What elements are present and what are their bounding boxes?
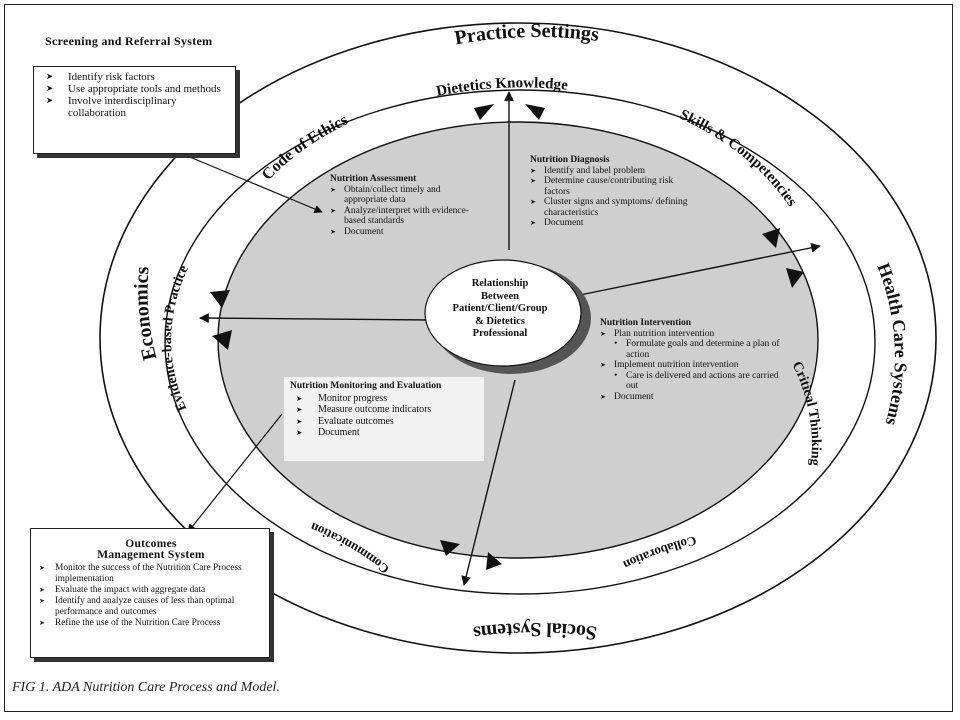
- center-line-3: Patient/Client/Group: [452, 303, 548, 314]
- nutrition-monitoring-block: Nutrition Monitoring and Evaluation Moni…: [284, 377, 484, 461]
- monitoring-item: Evaluate outcomes: [296, 416, 478, 428]
- marker-right-lower: [786, 268, 804, 288]
- center-circle: [424, 259, 582, 367]
- diagnosis-item: Identify and label problem: [530, 166, 700, 177]
- assessment-item: Obtain/collect timely and appropriate da…: [330, 185, 480, 206]
- marker-left-lower: [212, 330, 232, 350]
- screening-item: Involve interdisciplinary collaboration: [46, 95, 229, 119]
- diagnosis-item: Cluster signs and symptoms/ defining cha…: [530, 197, 700, 218]
- figure-frame: [4, 4, 953, 712]
- monitoring-item: Monitor progress: [296, 393, 478, 405]
- center-line-2: Between: [481, 290, 519, 302]
- assessment-item: Document: [330, 227, 480, 238]
- intervention-item: Plan nutrition intervention: [600, 329, 790, 340]
- ring-health-care-systems: Health Care Systems: [873, 260, 911, 427]
- screening-title: Screening and Referral System: [45, 34, 213, 48]
- assessment-title: Nutrition Assessment: [330, 174, 417, 184]
- ring-dietetics-knowledge: Dietetics Knowledge: [435, 75, 569, 100]
- intervention-item: Document: [600, 392, 790, 403]
- ring-evidence-based-practice: Evidence-based Practice: [160, 263, 192, 413]
- screening-item: Use appropriate tools and methods: [46, 83, 229, 95]
- ring-markers: [210, 104, 804, 570]
- monitoring-title: Nutrition Monitoring and Evaluation: [290, 381, 442, 391]
- monitoring-item: Measure outcome indicators: [296, 404, 478, 416]
- outcomes-connector: [187, 413, 283, 533]
- outcomes-item: Identify and analyze causes of less than…: [39, 596, 263, 618]
- center-line-5: Professional: [472, 328, 528, 339]
- ring-economics: Economics: [130, 265, 161, 362]
- marker-right-upper: [762, 228, 780, 248]
- outcomes-title-line-2: Management System: [97, 549, 205, 561]
- arrow-to-left: [199, 313, 431, 323]
- center-line-1: Relationship: [471, 278, 529, 289]
- marker-bottom-right: [486, 552, 502, 570]
- marker-left-upper: [210, 290, 230, 308]
- center-line-4: & Dietetics: [475, 315, 525, 327]
- diagnosis-item: Document: [530, 218, 700, 229]
- screening-item: Identify risk factors: [46, 71, 229, 83]
- assessment-item: Analyze/interpret with evidence-based st…: [330, 206, 480, 227]
- marker-top-left: [474, 104, 494, 120]
- nutrition-intervention-block: Nutrition Intervention Plan nutrition in…: [600, 318, 790, 402]
- middle-ring: [164, 89, 876, 595]
- diagnosis-item: Determine cause/contributing risk factor…: [530, 176, 700, 197]
- monitoring-item: Document: [296, 427, 478, 439]
- marker-bottom-left: [440, 540, 460, 556]
- intervention-subitem: Formulate goals and determine a plan of …: [600, 339, 790, 360]
- ring-practice-settings: Practice Settings: [453, 20, 601, 50]
- center-label: Relationship Between Patient/Client/Grou…: [430, 278, 570, 341]
- outcomes-management-box: Outcomes Management System Monitor the s…: [30, 528, 270, 658]
- ring-social-systems: Social Systems: [472, 618, 598, 644]
- intervention-item: Implement nutrition intervention: [600, 360, 790, 371]
- outcomes-title-line-1: Outcomes: [125, 538, 177, 550]
- arrow-to-bottom: [461, 379, 516, 586]
- nutrition-diagnosis-block: Nutrition Diagnosis Identify and label p…: [530, 155, 700, 229]
- outcomes-item: Evaluate the impact with aggregate data: [39, 585, 263, 596]
- diagnosis-title: Nutrition Diagnosis: [530, 155, 610, 165]
- nutrition-assessment-block: Nutrition Assessment Obtain/collect time…: [330, 174, 480, 237]
- outer-ring: [99, 22, 937, 654]
- screening-connector: [184, 154, 323, 213]
- screening-referral-box: Identify risk factors Use appropriate to…: [33, 66, 236, 154]
- outcomes-item: Refine the use of the Nutrition Care Pro…: [39, 618, 263, 629]
- marker-top-right: [525, 104, 545, 120]
- intervention-subitem: Care is delivered and actions are carrie…: [600, 371, 790, 392]
- intervention-title: Nutrition Intervention: [600, 318, 692, 328]
- figure-caption: FIG 1. ADA Nutrition Care Process and Mo…: [12, 680, 280, 695]
- arrow-to-right: [579, 242, 821, 296]
- outcomes-item: Monitor the success of the Nutrition Car…: [39, 563, 263, 585]
- outcomes-title: Outcomes Management System: [39, 538, 263, 561]
